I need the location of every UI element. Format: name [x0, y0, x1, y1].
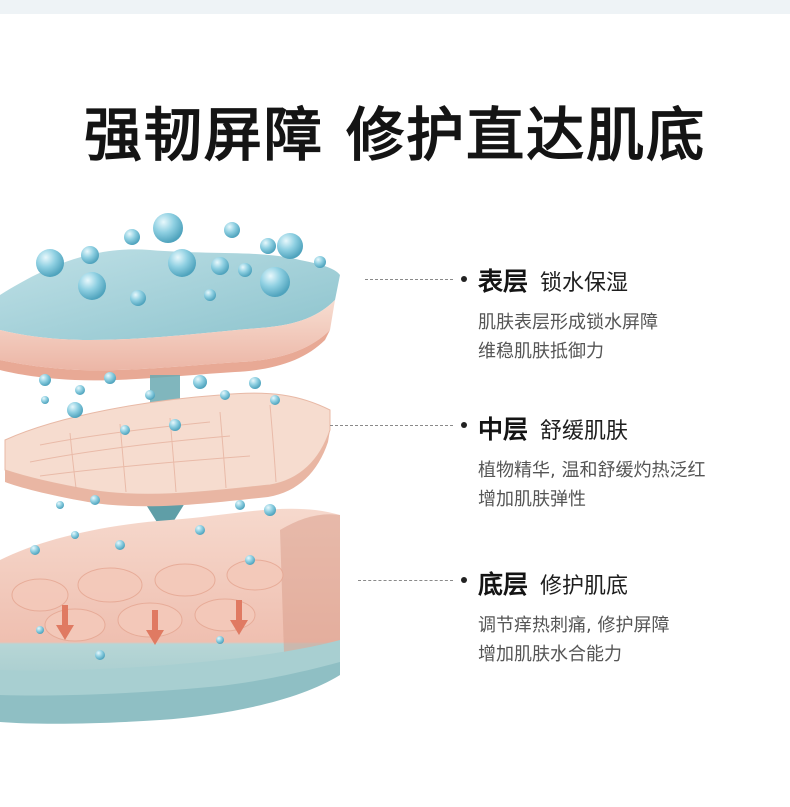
bullet-top [461, 276, 467, 282]
layer-desc-bottom-line1: 调节痒热刺痛, 修护屏障 [478, 615, 670, 636]
bullet-middle [461, 422, 467, 428]
layer-desc-top-line1: 肌肤表层形成锁水屏障 [478, 312, 658, 333]
top-strip [0, 0, 790, 14]
bottom-layer-block [0, 508, 340, 724]
leader-line-bottom [358, 580, 453, 581]
layer-info-bottom: 底层修护肌底 调节痒热刺痛, 修护屏障 增加肌肤水合能力 [478, 565, 669, 669]
layer-subtitle-middle: 舒缓肌肤 [540, 419, 629, 444]
layer-name-bottom: 底层 [478, 570, 529, 599]
layer-info-top: 表层锁水保湿 肌肤表层形成锁水屏障 维稳肌肤抵御力 [478, 262, 658, 366]
skin-layers-illustration [0, 200, 400, 760]
layer-desc-middle-line1: 植物精华, 温和舒缓灼热泛红 [478, 460, 706, 481]
middle-layer [4, 392, 331, 507]
surface-layer [0, 249, 340, 381]
layer-subtitle-top: 锁水保湿 [540, 271, 629, 296]
layer-desc-middle-line2: 增加肌肤弹性 [478, 489, 586, 510]
page-title: 强韧屏障 修护直达肌底 [83, 101, 707, 169]
layer-subtitle-bottom: 修护肌底 [540, 574, 629, 599]
layer-info-middle: 中层舒缓肌肤 植物精华, 温和舒缓灼热泛红 增加肌肤弹性 [478, 410, 705, 514]
water-droplets [30, 213, 326, 660]
layer-desc-top-line2: 维稳肌肤抵御力 [478, 341, 604, 362]
salmon-arrow-icon [56, 600, 248, 645]
layer-name-middle: 中层 [478, 415, 529, 444]
layer-desc-bottom-line2: 增加肌肤水合能力 [478, 644, 622, 665]
bullet-bottom [461, 577, 467, 583]
leader-line-middle [330, 425, 453, 426]
layer-name-top: 表层 [478, 267, 529, 296]
leader-line-top [365, 279, 453, 280]
